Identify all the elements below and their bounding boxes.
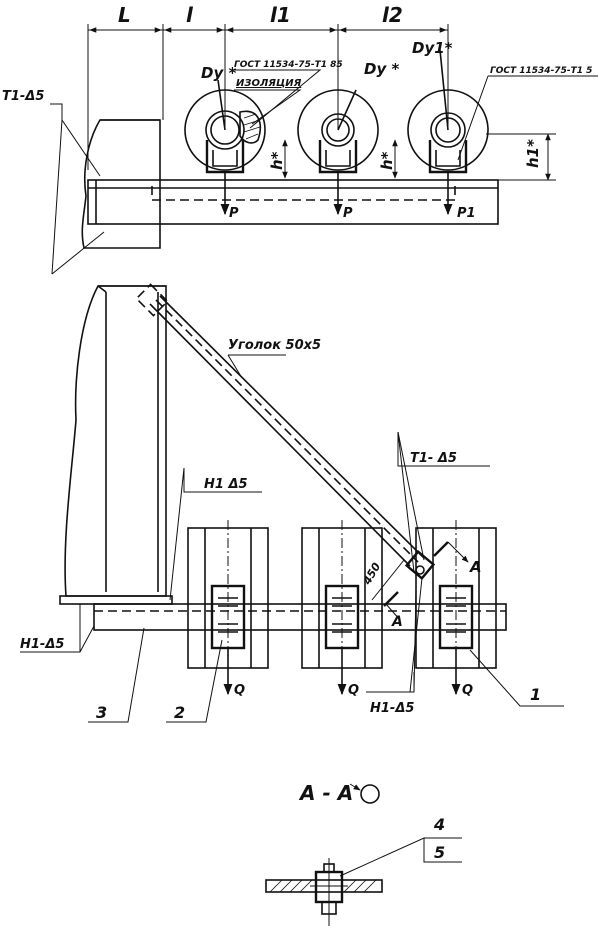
weld-h1-upper: Н1 Δ5	[204, 477, 248, 492]
weld-h1-bottom: Н1-Δ5	[370, 701, 414, 716]
wall-top-view	[81, 119, 161, 249]
label-insulation: ИЗОЛЯЦИЯ	[236, 78, 302, 89]
dim-l2: l2	[382, 3, 403, 27]
load-q-right: Q	[462, 683, 473, 698]
section-a-top: A	[469, 558, 482, 576]
section-a-bottom: A	[391, 614, 403, 630]
pipe-right	[407, 49, 489, 216]
column	[64, 285, 167, 597]
label-h2: h*	[378, 151, 396, 170]
beam-top-view	[87, 179, 499, 225]
label-gost-right: ГОСТ 11534-75-Т1 5	[490, 66, 592, 76]
label-dy2: Dy *	[364, 60, 399, 78]
dim-l-second: l	[186, 3, 194, 27]
pipe-middle	[297, 89, 379, 216]
callout-2: 2	[174, 703, 185, 722]
callout-4: 4	[433, 815, 445, 834]
pipe-elevation-3	[415, 520, 497, 696]
load-p-right: P1	[457, 206, 476, 221]
weld-t1-top: Т1-Δ5	[2, 89, 44, 104]
section-a-a: A - A 4 5	[265, 781, 462, 926]
pipe-elevation-1	[187, 520, 269, 696]
label-angle: Уголок 50х5	[228, 338, 321, 353]
weld-t1-brace: Т1- Δ5	[410, 451, 457, 466]
label-gost-insulated: ГОСТ 11534-75-Т1 85	[234, 60, 343, 70]
dim-l-first: L	[118, 3, 131, 27]
callout-5: 5	[434, 843, 445, 862]
dim-450: 450	[360, 560, 383, 588]
load-q-left: Q	[234, 683, 245, 698]
section-title: A - A	[298, 781, 353, 805]
beam-front-view	[93, 603, 507, 631]
label-h1: h*	[268, 151, 286, 170]
label-dy1: Dy *	[201, 64, 236, 82]
callout-1: 1	[530, 685, 541, 704]
weld-h1-left: Н1-Δ5	[20, 637, 64, 652]
pipe-elevation-2	[301, 520, 383, 696]
callout-3: 3	[96, 703, 107, 722]
front-view: Уголок 50х5	[20, 283, 564, 723]
load-q-middle: Q	[348, 683, 359, 698]
label-h3: h1*	[524, 139, 542, 168]
angle-brace: Уголок 50х5	[135, 283, 436, 581]
dim-l1: l1	[270, 3, 291, 27]
load-p-middle: P	[343, 206, 353, 221]
label-dy3: Dy1*	[412, 39, 453, 57]
pipe-insulated	[184, 79, 266, 216]
top-view: L l l1 l2	[2, 3, 598, 275]
load-p-left: P	[229, 206, 239, 221]
